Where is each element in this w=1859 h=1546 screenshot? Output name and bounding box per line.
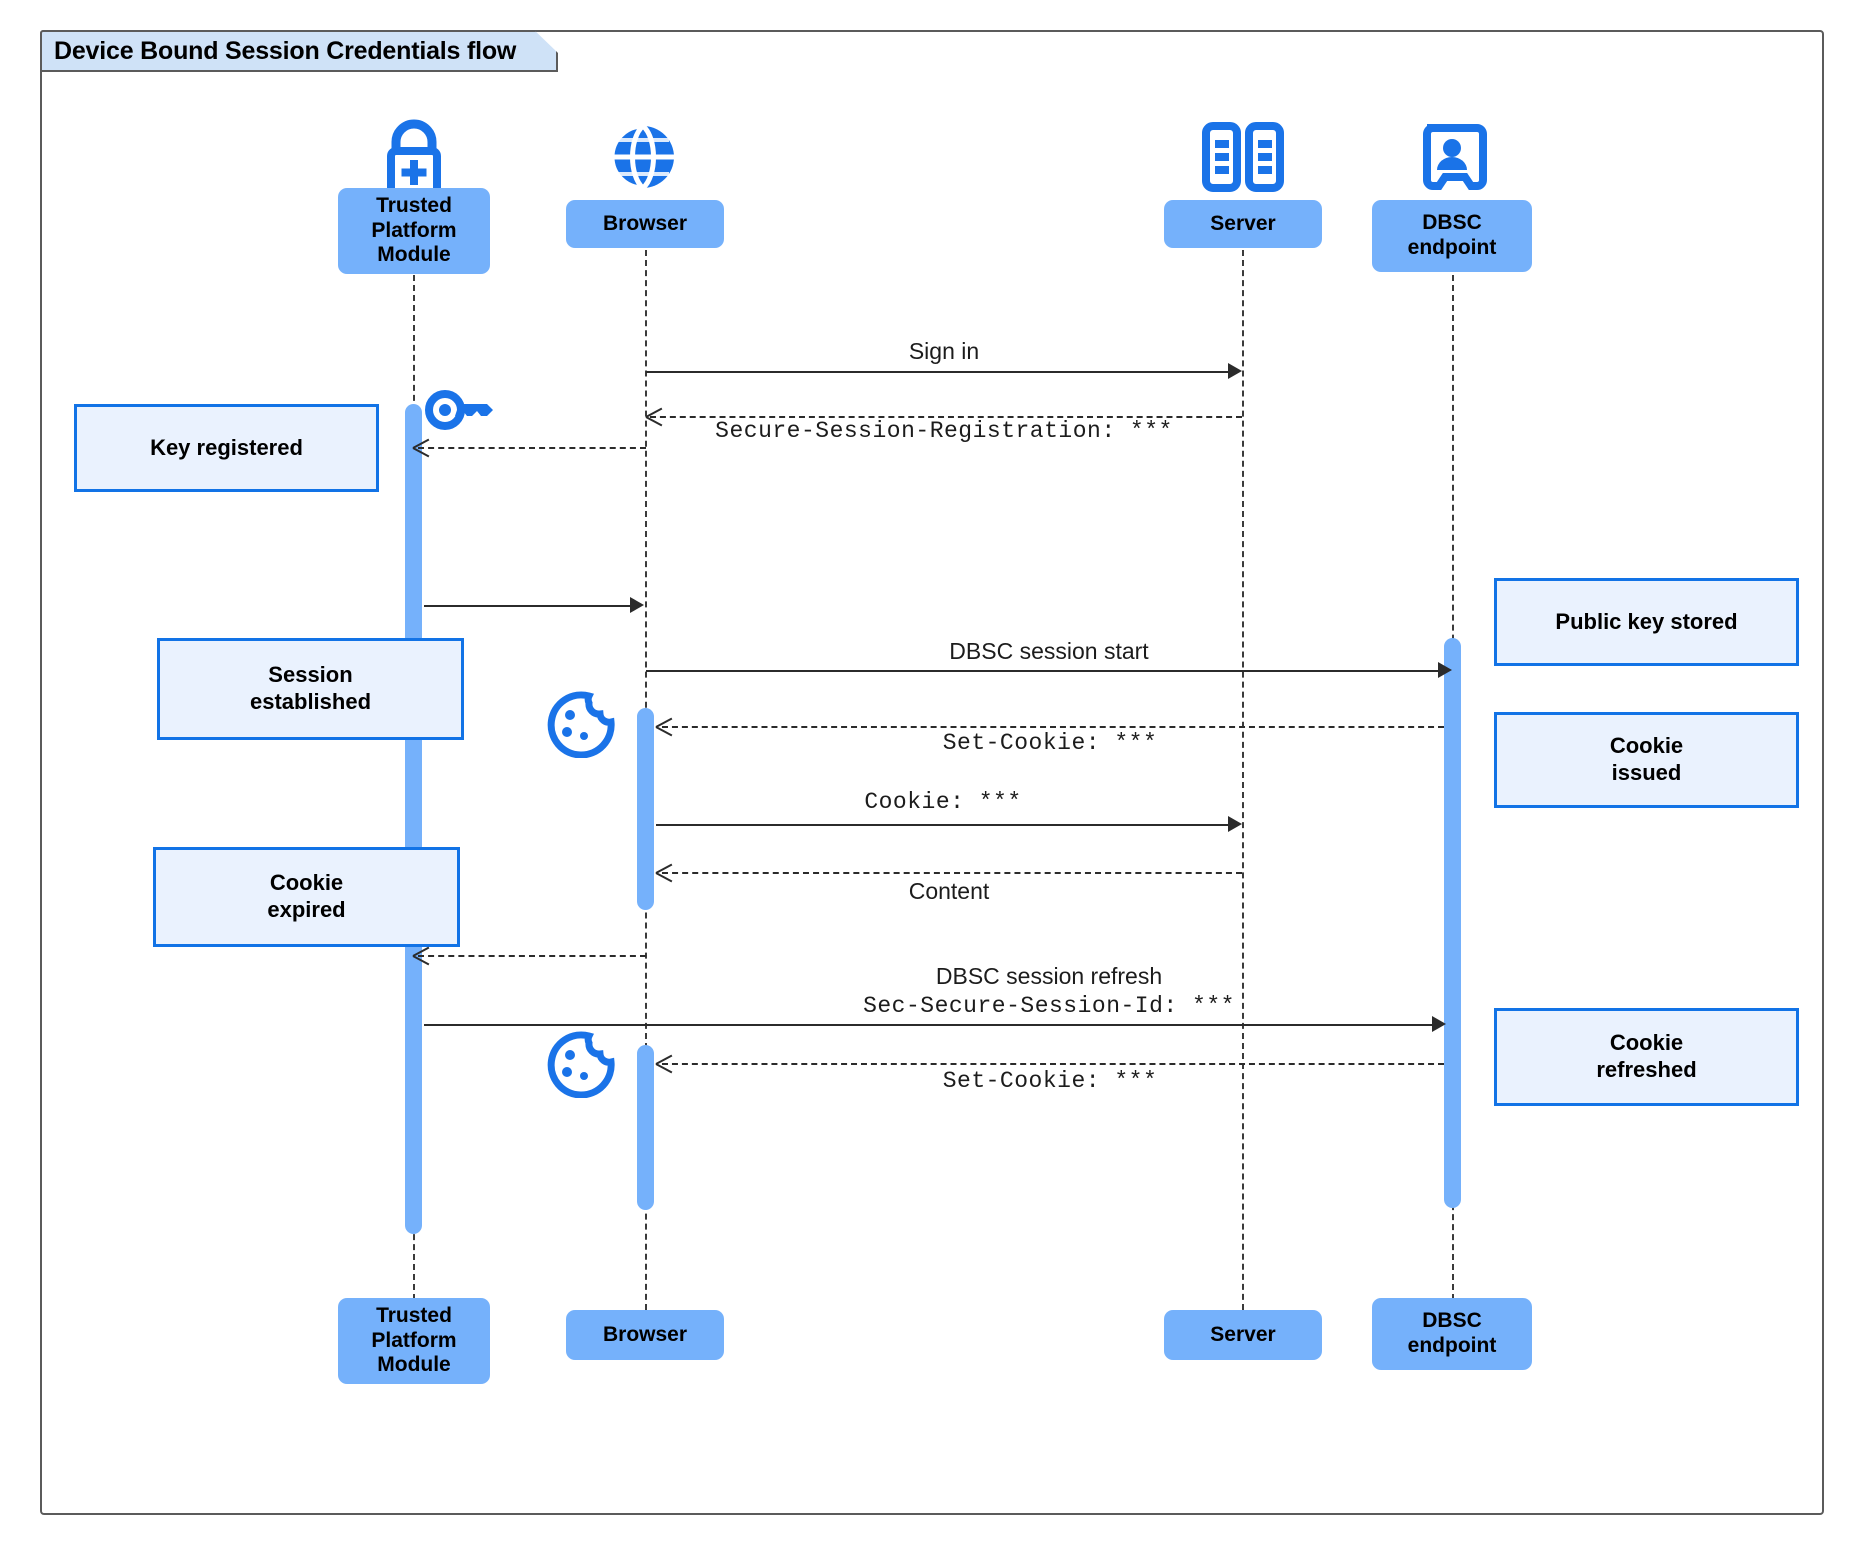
note-label: Cookie expired bbox=[267, 870, 346, 922]
arrowhead-right bbox=[630, 597, 644, 613]
note-label: Cookie refreshed bbox=[1596, 1030, 1697, 1082]
cookie-icon bbox=[547, 691, 615, 758]
message-line-sec-secure-session-id bbox=[424, 1024, 1438, 1026]
message-label-dbsc-session-refresh: DBSC session refresh bbox=[935, 963, 1163, 989]
message-line-register-key bbox=[418, 447, 646, 449]
message-line-cookie bbox=[656, 824, 1230, 826]
message-line-dbsc-session-start bbox=[646, 670, 1444, 672]
participant-tpm-bottom[interactable]: Trusted Platform Module bbox=[338, 1298, 490, 1384]
note-cookie-refreshed: Cookie refreshed bbox=[1494, 1008, 1799, 1106]
arrowhead-right bbox=[1228, 363, 1242, 379]
participant-label: Browser bbox=[602, 1322, 688, 1346]
message-label-sign-in: Sign in bbox=[908, 338, 980, 364]
message-line-dbsc-session-refresh bbox=[418, 955, 646, 957]
participant-label: Trusted Platform Module bbox=[371, 193, 457, 267]
message-label-set-cookie-2: Set-Cookie: *** bbox=[942, 1068, 1158, 1094]
message-line-set-cookie-2 bbox=[662, 1063, 1444, 1065]
lock-plus-icon bbox=[387, 119, 441, 197]
message-line-key-return bbox=[424, 605, 638, 607]
arrowhead-open-left bbox=[413, 947, 429, 963]
activation-browser-2 bbox=[637, 1045, 654, 1210]
arrowhead-open-left bbox=[413, 439, 429, 455]
arrowhead-right bbox=[1228, 816, 1242, 832]
participant-label: Server bbox=[1210, 211, 1276, 235]
message-label-secure-session-registration: Secure-Session-Registration: *** bbox=[715, 418, 1173, 444]
note-public-key-stored: Public key stored bbox=[1494, 578, 1799, 666]
frame-title-tab: Device Bound Session Credentials flow bbox=[40, 30, 558, 72]
lifeline-server bbox=[1242, 250, 1244, 1320]
note-session-established: Session established bbox=[157, 638, 464, 740]
message-line-sign-in bbox=[646, 371, 1230, 373]
participant-label: Server bbox=[1210, 1322, 1276, 1346]
key-icon bbox=[425, 390, 493, 430]
participant-label: Browser bbox=[602, 211, 688, 235]
participant-dbsc-bottom[interactable]: DBSC endpoint bbox=[1372, 1298, 1532, 1370]
activation-tpm bbox=[405, 404, 422, 1234]
participant-browser-top[interactable]: Browser bbox=[566, 200, 724, 248]
arrowhead-right bbox=[1432, 1016, 1446, 1032]
message-label-content: Content bbox=[908, 878, 990, 904]
id-badge-icon bbox=[1423, 124, 1487, 190]
participant-server-bottom[interactable]: Server bbox=[1164, 1310, 1322, 1360]
page-title: Device Bound Session Credentials flow bbox=[54, 36, 517, 65]
message-label-set-cookie-1: Set-Cookie: *** bbox=[942, 730, 1158, 756]
participant-tpm-top[interactable]: Trusted Platform Module bbox=[338, 188, 490, 274]
message-line-secure-session-registration bbox=[650, 416, 1242, 418]
note-key-registered: Key registered bbox=[74, 404, 379, 492]
participant-server-top[interactable]: Server bbox=[1164, 200, 1322, 248]
message-label-sec-secure-session-id: Sec-Secure-Session-Id: *** bbox=[863, 993, 1235, 1019]
note-label: Public key stored bbox=[1555, 608, 1738, 634]
cookie-icon bbox=[547, 1031, 615, 1098]
participant-label: DBSC endpoint bbox=[1407, 211, 1497, 259]
message-line-content bbox=[662, 872, 1242, 874]
note-label: Session established bbox=[249, 662, 372, 714]
participant-browser-bottom[interactable]: Browser bbox=[566, 1310, 724, 1360]
message-label-cookie: Cookie: *** bbox=[864, 789, 1022, 815]
participant-dbsc-top[interactable]: DBSC endpoint bbox=[1372, 200, 1532, 272]
participant-label: Trusted Platform Module bbox=[371, 1303, 457, 1377]
activation-browser-1 bbox=[637, 708, 654, 910]
message-line-set-cookie-1 bbox=[662, 726, 1444, 728]
note-label: Cookie issued bbox=[1609, 733, 1684, 785]
note-cookie-issued: Cookie issued bbox=[1494, 712, 1799, 808]
activation-dbsc bbox=[1444, 638, 1461, 1208]
note-label: Key registered bbox=[150, 434, 303, 460]
server-rack-icon bbox=[1202, 122, 1284, 192]
participant-label: DBSC endpoint bbox=[1407, 1309, 1497, 1357]
arrowhead-right bbox=[1438, 662, 1452, 678]
message-label-dbsc-session-start: DBSC session start bbox=[949, 638, 1149, 664]
note-cookie-expired: Cookie expired bbox=[153, 847, 460, 947]
globe-icon bbox=[609, 123, 674, 192]
